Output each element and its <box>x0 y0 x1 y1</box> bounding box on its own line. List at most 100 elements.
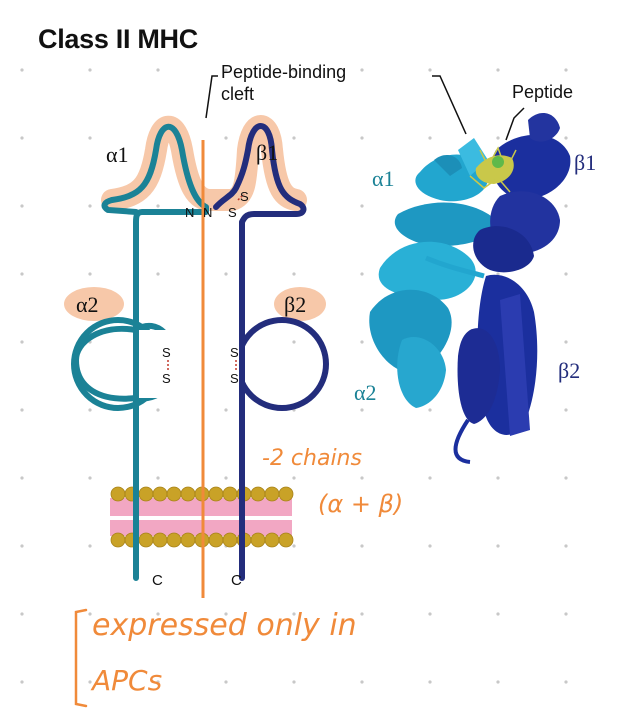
grid-dot <box>360 408 364 412</box>
peptide-pointer <box>505 107 525 141</box>
grid-dot <box>360 476 364 480</box>
beta1-s-bottom: S <box>228 205 237 220</box>
grid-dot <box>292 476 296 480</box>
grid-dot <box>360 272 364 276</box>
grid-dot <box>564 136 568 140</box>
alpha-chain-tail <box>101 197 139 215</box>
struct-beta1-label: β1 <box>574 150 597 175</box>
grid-dot <box>564 408 568 412</box>
grid-dot <box>156 680 160 684</box>
phospholipid-head <box>278 532 294 548</box>
grid-dot <box>88 544 92 548</box>
grid-dot <box>20 544 24 548</box>
alpha2-s-bottom: S <box>162 371 171 386</box>
note-expressed-line1: expressed only in <box>92 608 357 643</box>
grid-dot <box>224 408 228 412</box>
struct-beta2-label: β2 <box>558 358 581 383</box>
grid-dot <box>428 476 432 480</box>
grid-dot <box>224 680 228 684</box>
grid-dot <box>564 544 568 548</box>
beta2-s-bottom: S <box>230 371 239 386</box>
grid-dot <box>20 612 24 616</box>
grid-dot <box>564 612 568 616</box>
grid-dot <box>88 476 92 480</box>
grid-dot <box>428 68 432 72</box>
alpha2-highlight <box>64 287 124 321</box>
grid-dot <box>156 68 160 72</box>
grid-dot <box>360 544 364 548</box>
grid-dot <box>224 612 228 616</box>
grid-dot <box>224 136 228 140</box>
grid-dot <box>156 272 160 276</box>
beta1-label: β1 <box>256 140 279 165</box>
grid-dot <box>20 476 24 480</box>
notebook-dot-grid <box>20 68 568 684</box>
grid-dot <box>224 272 228 276</box>
grid-dot <box>20 408 24 412</box>
grid-dot <box>360 136 364 140</box>
cleft-pointer-right <box>432 75 467 135</box>
grid-dot <box>20 136 24 140</box>
grid-dot <box>496 680 500 684</box>
struct-alpha2-label: α2 <box>354 380 377 405</box>
n-terminus-alpha: N <box>185 205 195 220</box>
grid-dot <box>292 136 296 140</box>
grid-dot <box>88 136 92 140</box>
grid-dot <box>292 680 296 684</box>
peptide-label: Peptide <box>512 82 574 102</box>
beta2-highlight <box>274 287 326 321</box>
alpha2-s-top: S <box>162 345 171 360</box>
grid-dot <box>564 68 568 72</box>
grid-dot <box>224 68 228 72</box>
phospholipid-head <box>278 486 294 502</box>
grid-dot <box>428 408 432 412</box>
grid-dot <box>88 408 92 412</box>
note-expressed-line2: APCs <box>92 664 163 697</box>
grid-dot <box>496 68 500 72</box>
n-terminus-beta: N <box>203 205 213 220</box>
cleft-label-line1: Peptide-binding <box>221 62 347 82</box>
alpha1-label: α1 <box>106 142 129 167</box>
beta-chain <box>213 123 307 581</box>
beta2-label: β2 <box>284 292 307 317</box>
grid-dot <box>156 204 160 208</box>
note-chains-line2: (α + β) <box>318 490 404 518</box>
grid-dot <box>564 204 568 208</box>
grid-dot <box>20 272 24 276</box>
grid-dot <box>292 272 296 276</box>
grid-dot <box>292 68 296 72</box>
grid-dot <box>564 680 568 684</box>
grid-dot <box>292 544 296 548</box>
grid-dot <box>292 340 296 344</box>
note-chains-line1: -2 chains <box>262 446 362 471</box>
grid-dot <box>428 612 432 616</box>
page-title: Class II MHC <box>38 24 198 54</box>
cleft-pointer <box>205 75 218 119</box>
ribbon-structure <box>369 113 571 464</box>
c-terminus-beta: C <box>231 572 242 589</box>
beta1-s-top: S <box>240 189 249 204</box>
grid-dot <box>564 476 568 480</box>
grid-dot <box>496 272 500 276</box>
beta2-s-top: S <box>230 345 239 360</box>
peptide-ribbon <box>475 155 514 184</box>
struct-alpha1-label: α1 <box>372 166 395 191</box>
grid-dot <box>20 340 24 344</box>
alpha2-label: α2 <box>76 292 99 317</box>
grid-dot <box>360 68 364 72</box>
grid-dot <box>224 476 228 480</box>
grid-dot <box>428 680 432 684</box>
grid-dot <box>156 476 160 480</box>
grid-dot <box>20 680 24 684</box>
grid-dot <box>564 272 568 276</box>
grid-dot <box>496 136 500 140</box>
disulfide-beta1 <box>237 193 245 201</box>
grid-dot <box>292 612 296 616</box>
grid-dot <box>496 476 500 480</box>
grid-dot <box>156 612 160 616</box>
grid-dot <box>360 204 364 208</box>
grid-dot <box>360 340 364 344</box>
grid-dot <box>564 340 568 344</box>
grid-dot <box>428 136 432 140</box>
